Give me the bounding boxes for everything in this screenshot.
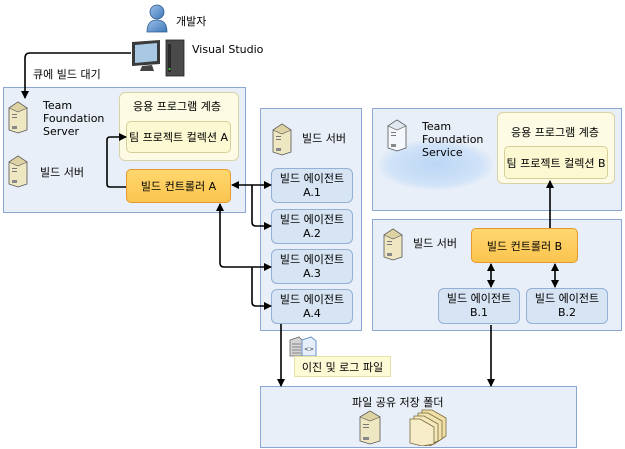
svg-text:<>: <> xyxy=(304,346,314,353)
workstation-icon xyxy=(130,38,186,78)
app-layer-a-label: 응용 프로그램 계층 xyxy=(133,100,221,113)
build-server-a-label: 빌드 서버 xyxy=(302,132,346,145)
server-icon xyxy=(359,409,381,445)
build-server-b-label: 빌드 서버 xyxy=(413,237,457,250)
controller-to-collection-arrow xyxy=(106,133,127,188)
controller-a2-arrow xyxy=(251,185,272,230)
queue-build-label: 큐에 빌드 대기 xyxy=(33,68,101,81)
visual-studio-label: Visual Studio xyxy=(192,43,264,56)
controller-a4-arrow xyxy=(251,267,272,310)
build-server-label: 빌드 서버 xyxy=(40,166,84,179)
server-icon xyxy=(272,122,292,156)
team-project-collection-a: 팀 프로젝트 컬렉션 A xyxy=(126,121,231,153)
queue-build-arrow xyxy=(21,52,131,99)
binaries-log-files-label: 이진 및 로그 파일 xyxy=(294,356,391,377)
server-icon xyxy=(383,227,403,261)
server-icon xyxy=(387,118,407,152)
files-icon: <> xyxy=(289,336,319,358)
server-icon xyxy=(8,100,28,134)
server-icon xyxy=(8,154,28,188)
tfs-label: Team Foundation Server xyxy=(43,99,105,138)
tfs-service-label: Team Foundation Service xyxy=(422,120,484,159)
build-controller-a: 빌드 컨트롤러 A xyxy=(126,169,231,203)
build-controller-b: 빌드 컨트롤러 B xyxy=(471,228,578,263)
team-project-collection-b: 팀 프로젝트 컬렉션 B xyxy=(504,146,608,179)
folders-icon xyxy=(408,408,448,447)
developer-label: 개발자 xyxy=(176,15,207,28)
app-layer-b-label: 응용 프로그램 계층 xyxy=(511,126,599,139)
controller-a3-arrow xyxy=(216,203,272,271)
developer-icon xyxy=(145,3,169,33)
drop-folder-label: 파일 공유 저장 폴더 xyxy=(352,396,444,409)
